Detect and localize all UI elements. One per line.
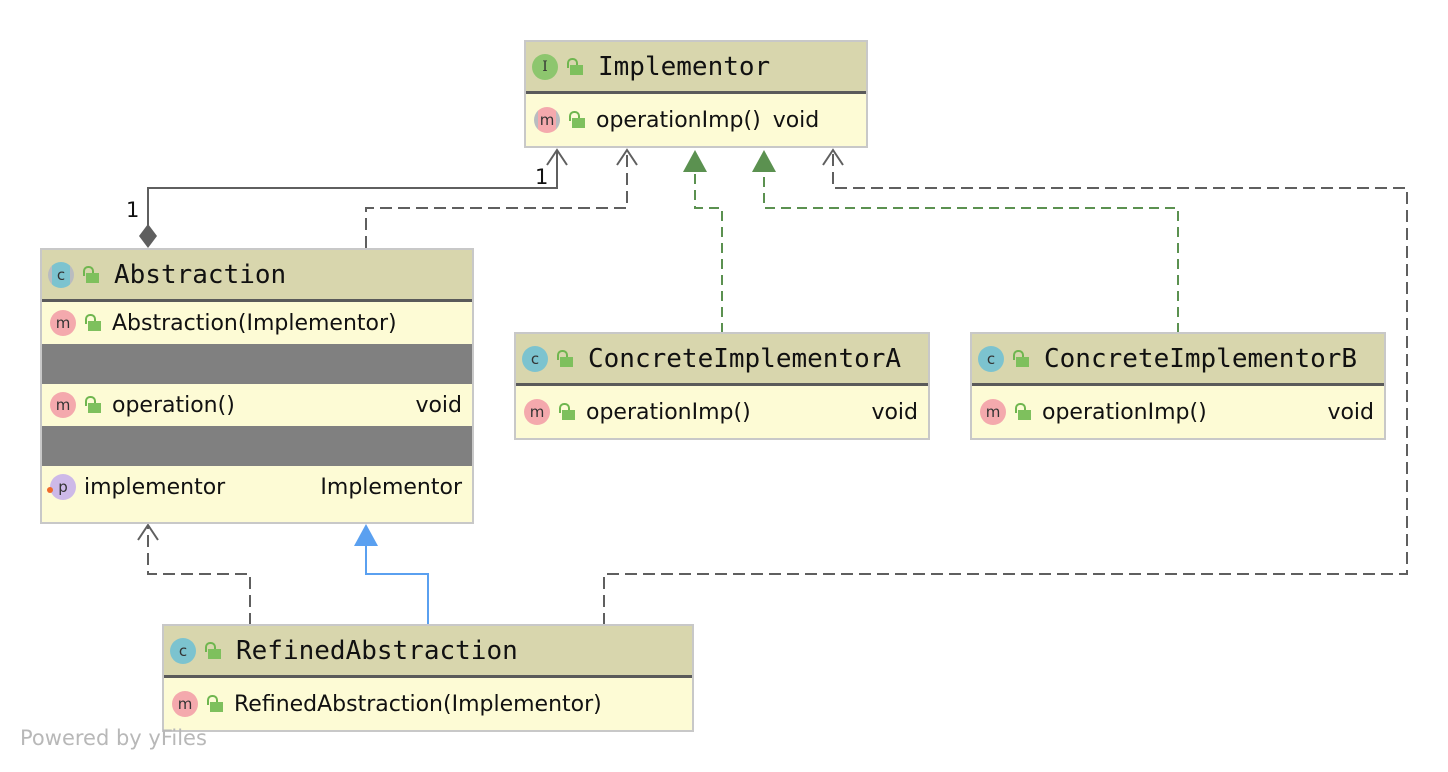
member-type: void: [871, 399, 918, 425]
multiplicity-label-target: 1: [535, 165, 549, 189]
node-header: c ConcreteImplementorA: [516, 334, 928, 386]
member-type: void: [772, 107, 820, 133]
node-title: ConcreteImplementorA: [588, 343, 902, 374]
member-row[interactable]: m operationImp() void: [526, 94, 866, 146]
public-lock-icon: [82, 265, 100, 284]
member-name: operationImp(): [596, 107, 761, 133]
public-lock-icon: [1012, 349, 1030, 368]
class-icon: c: [170, 637, 196, 664]
open-arrowhead-icon: [137, 523, 159, 541]
property-icon: p: [47, 474, 76, 500]
class-icon: c: [522, 345, 548, 372]
section-separator: [42, 344, 472, 384]
triangle-arrowhead-icon: [683, 150, 707, 172]
composition-diamond-icon: [139, 224, 157, 248]
method-row[interactable]: m operation() void: [42, 384, 472, 426]
open-arrowhead-icon: [616, 148, 638, 166]
public-lock-icon: [84, 314, 102, 332]
open-arrowhead-icon: [822, 148, 844, 166]
class-icon: c: [978, 345, 1004, 372]
class-node-concrete-implementor-b[interactable]: c ConcreteImplementorB m operationImp() …: [970, 332, 1386, 440]
interface-icon: I: [532, 53, 558, 80]
public-lock-icon: [206, 695, 224, 713]
member-name: implementor: [84, 474, 226, 500]
triangle-arrowhead-icon: [752, 150, 776, 172]
public-lock-icon: [556, 349, 574, 368]
member-type: void: [415, 392, 462, 418]
public-lock-icon: [566, 57, 584, 76]
member-name: RefinedAbstraction(Implementor): [234, 691, 602, 717]
method-icon: m: [50, 392, 76, 418]
edge-realization-concrete-b-implementor[interactable]: [752, 150, 1179, 333]
triangle-arrowhead-icon: [354, 524, 378, 546]
member-name: Abstraction(Implementor): [112, 310, 397, 336]
member-name: operationImp(): [586, 399, 751, 425]
edge-dependency-abstraction-implementor[interactable]: [365, 148, 638, 248]
member-type: void: [1327, 399, 1374, 425]
property-letter: p: [58, 478, 68, 496]
public-lock-icon: [568, 111, 586, 129]
edge-dependency-refined-implementor[interactable]: [603, 148, 1408, 625]
class-node-abstraction[interactable]: c Abstraction m Abstraction(Implementor)…: [40, 248, 474, 524]
public-lock-icon: [1014, 403, 1032, 421]
class-node-implementor[interactable]: I Implementor m operationImp() void: [524, 40, 868, 148]
method-icon: m: [980, 399, 1006, 425]
method-icon: m: [524, 399, 550, 425]
node-header: c Abstraction: [42, 250, 472, 302]
abstract-method-icon: m: [534, 107, 560, 133]
node-header: c RefinedAbstraction: [164, 626, 692, 678]
abstract-class-icon: c: [48, 261, 74, 288]
watermark: Powered by yFiles: [20, 726, 207, 750]
method-row[interactable]: m operationImp() void: [516, 386, 928, 438]
node-header: I Implementor: [526, 42, 866, 94]
multiplicity-label-source: 1: [126, 198, 140, 222]
node-title: ConcreteImplementorB: [1044, 343, 1358, 374]
method-icon: m: [172, 691, 198, 717]
node-title: Implementor: [598, 51, 771, 82]
constructor-row[interactable]: m Abstraction(Implementor): [42, 302, 472, 344]
member-type: Implementor: [320, 474, 462, 500]
open-arrowhead-icon: [546, 148, 568, 166]
method-icon: m: [50, 310, 76, 336]
edge-realization-concrete-a-implementor[interactable]: [683, 150, 723, 333]
public-lock-icon: [204, 641, 222, 660]
constructor-row[interactable]: m RefinedAbstraction(Implementor): [164, 678, 692, 730]
node-header: c ConcreteImplementorB: [972, 334, 1384, 386]
edge-dependency-refined-abstraction[interactable]: [137, 523, 251, 625]
method-row[interactable]: m operationImp() void: [972, 386, 1384, 438]
section-separator: [42, 426, 472, 466]
class-node-refined-abstraction[interactable]: c RefinedAbstraction m RefinedAbstractio…: [162, 624, 694, 732]
edge-composition-abstraction-implementor[interactable]: [139, 148, 568, 248]
node-title: Abstraction: [114, 259, 287, 290]
public-lock-icon: [558, 403, 576, 421]
public-lock-icon: [84, 396, 102, 414]
node-title: RefinedAbstraction: [236, 635, 518, 666]
edge-generalization-refined-abstraction[interactable]: [354, 524, 429, 625]
member-name: operation(): [112, 392, 235, 418]
field-row[interactable]: p implementor Implementor: [42, 466, 472, 508]
member-name: operationImp(): [1042, 399, 1207, 425]
private-field-dot-icon: [47, 487, 53, 493]
class-node-concrete-implementor-a[interactable]: c ConcreteImplementorA m operationImp() …: [514, 332, 930, 440]
